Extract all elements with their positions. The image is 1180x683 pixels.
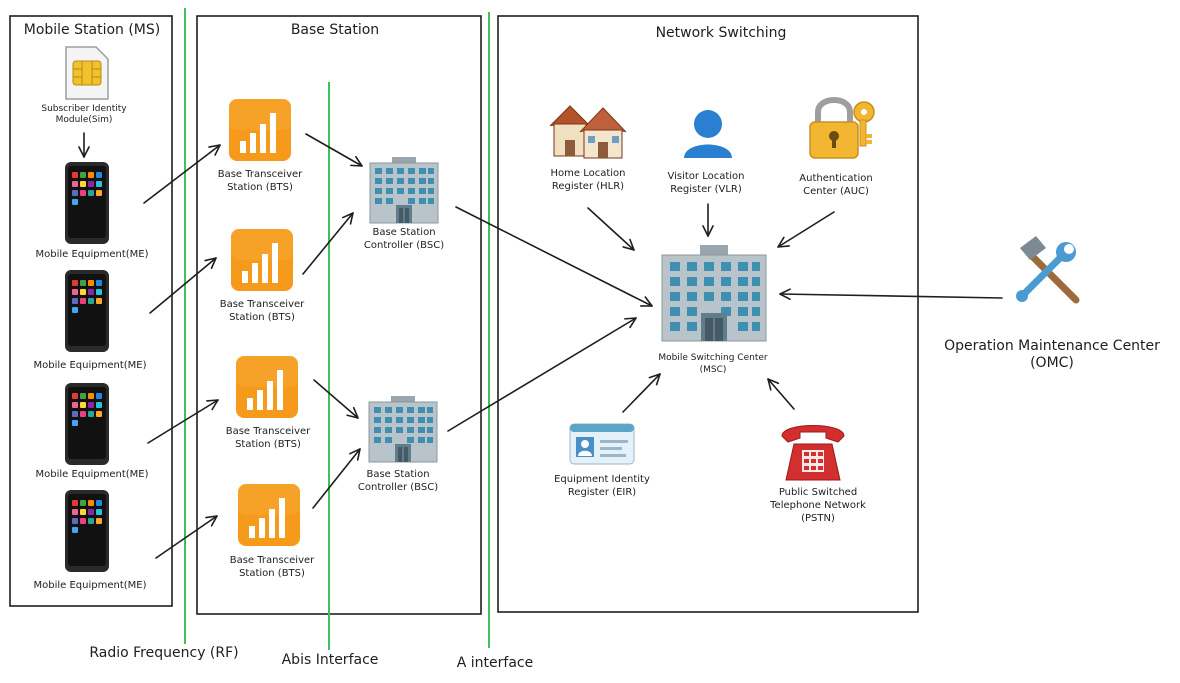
a-interface-label: A interface [456,655,534,671]
arrow-bsc2-to-msc [447,317,637,432]
office-building-icon [661,244,767,342]
arrow-bts1-to-bsc1 [305,133,363,167]
mobile-phone-icon [65,490,109,572]
mobile-equipment-label: Mobile Equipment(ME) [35,249,149,260]
houses-icon [549,105,627,159]
arrow-eir-to-msc [622,373,661,413]
mobile-equipment-label: Mobile Equipment(ME) [35,469,149,480]
mobile-station-box [9,15,173,607]
arrow-auc-to-msc [777,211,835,248]
mobile-equipment-label: Mobile Equipment(ME) [33,360,147,371]
office-building-icon [368,395,438,463]
arrow-bsc1-to-msc [455,206,653,307]
lock-with-key-icon [809,97,875,159]
network-switching-box [497,15,919,613]
user-silhouette-icon [684,110,732,158]
mobile-station-title: Mobile Station (MS) [23,22,161,38]
sim-card-icon [65,46,109,100]
arrow-bts4-to-bsc2 [312,448,361,509]
arrow-me1-to-bts1 [143,144,221,204]
arrow-me4-to-bts4 [155,515,218,559]
mobile-phone-icon [65,383,109,465]
network-switching-title: Network Switching [655,25,787,41]
signal-bars-icon [229,99,291,161]
mobile-phone-icon [65,162,109,244]
arrow-bts2-to-bsc1 [302,212,354,275]
arrow-me3-to-bts3 [147,399,219,444]
base-station-box [196,15,482,615]
arrow-bts3-to-bsc2 [313,379,359,419]
arrow-me2-to-bts2 [149,257,217,314]
mobile-phone-icon [65,270,109,352]
telephone-icon [781,425,845,481]
abis-interface-label: Abis Interface [281,652,379,668]
base-station-title: Base Station [290,22,380,38]
signal-bars-icon [231,229,293,291]
signal-bars-icon [238,484,300,546]
rf-interface-label: Radio Frequency (RF) [89,645,239,661]
id-card-icon [569,423,635,465]
omc-label: Operation Maintenance Center(OMC) [944,338,1160,371]
office-building-icon [369,156,439,224]
msc-label: Mobile Switching Center(MSC) [658,353,768,375]
arrow-omc-to-msc [779,288,1003,300]
hammer-wrench-icon [1016,236,1080,304]
signal-bars-icon [236,356,298,418]
arrow-hlr-to-msc [587,207,635,251]
mobile-equipment-label: Mobile Equipment(ME) [33,580,147,591]
arrow-pstn-to-msc [767,378,795,410]
